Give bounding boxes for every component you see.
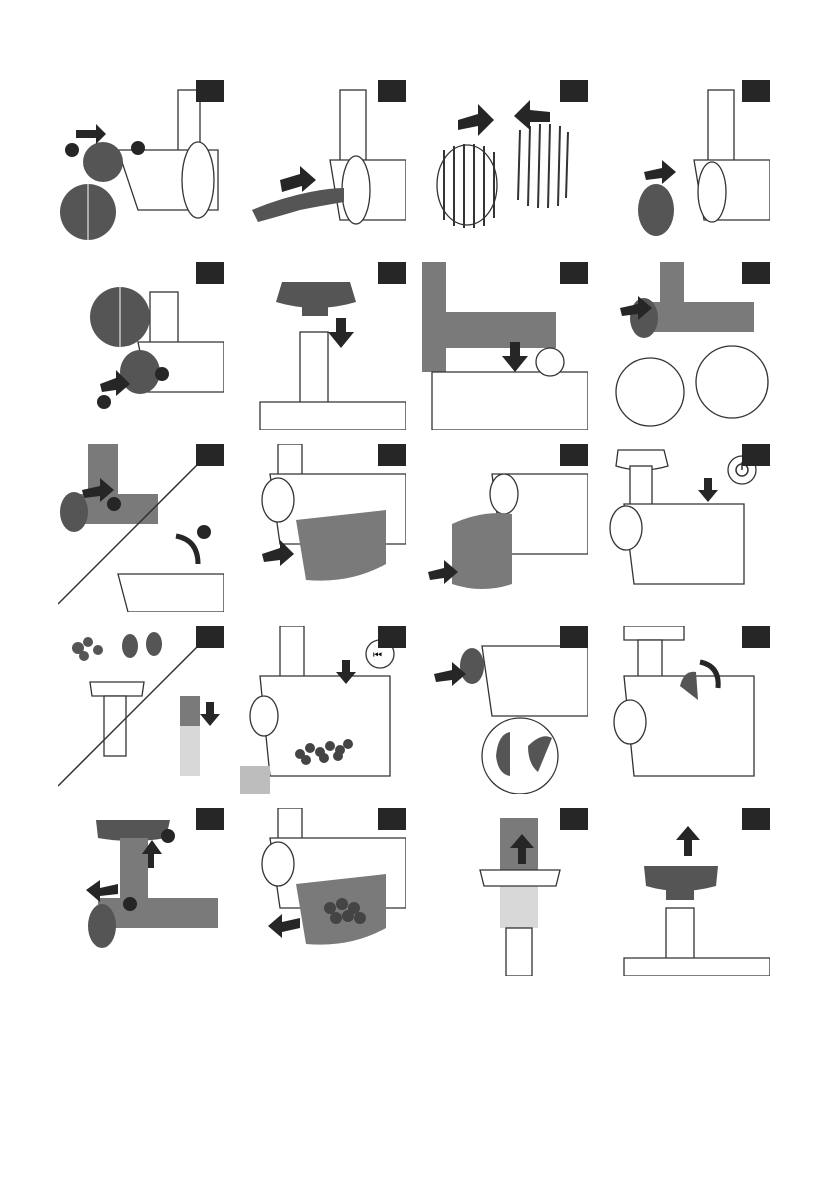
- panel-1: [58, 80, 224, 248]
- illustration-remove-hopper: [604, 808, 770, 976]
- reverse-icon: ⏮: [373, 650, 382, 661]
- illustration-insert-strainer: [604, 80, 770, 248]
- step-tag: [742, 262, 770, 284]
- panel-20: [604, 808, 770, 976]
- illustration-place-pulp-container: [240, 444, 406, 612]
- panel-16: [604, 626, 770, 794]
- illustration-attach-outlet-cap: [58, 80, 224, 248]
- step-tag: [560, 444, 588, 466]
- illustration-unlock-lever: [604, 626, 770, 794]
- panel-9: [58, 444, 224, 612]
- illustration-check-alignment: [604, 262, 770, 430]
- step-tag: [378, 444, 406, 466]
- step-tag: [742, 444, 770, 466]
- step-tag: [742, 80, 770, 102]
- panel-7: [422, 262, 588, 430]
- illustration-feed-ingredients: [58, 626, 224, 794]
- panel-14: ⏮: [240, 626, 406, 794]
- panel-11: [422, 444, 588, 612]
- step-tag: [196, 444, 224, 466]
- panel-4: [604, 80, 770, 248]
- illustration-drip-stop: [422, 626, 588, 794]
- step-tag: [378, 626, 406, 648]
- illustration-juicing-pulp: ⏮: [240, 626, 406, 794]
- step-tag: [378, 262, 406, 284]
- illustration-power-on: [604, 444, 770, 612]
- illustration-insert-screw: [240, 80, 406, 248]
- panel-3: [422, 80, 588, 248]
- panel-5: [58, 262, 224, 430]
- panel-13: [58, 626, 224, 794]
- illustration-lock-outlet-cap: [58, 262, 224, 430]
- step-tag: [742, 808, 770, 830]
- illustration-assemble-strainer-brush: [422, 80, 588, 248]
- panel-2: [240, 80, 406, 248]
- panel-19: [422, 808, 588, 976]
- panel-17: [58, 808, 224, 976]
- illustration-place-juice-jug: [422, 444, 588, 612]
- illustration-remove-pusher: [422, 808, 588, 976]
- step-tag: [560, 80, 588, 102]
- step-tag: [560, 808, 588, 830]
- illustration-remove-assembly: [58, 808, 224, 976]
- step-tag: [196, 80, 224, 102]
- panel-18: [240, 808, 406, 976]
- step-tag: [560, 262, 588, 284]
- step-tag: [378, 808, 406, 830]
- step-tag: [196, 626, 224, 648]
- illustration-remove-pulp-container: [240, 808, 406, 976]
- step-tag: [560, 626, 588, 648]
- step-tag: [196, 262, 224, 284]
- illustration-lock-lever: [58, 444, 224, 612]
- instruction-grid: ⏮: [58, 80, 770, 975]
- step-tag: [742, 626, 770, 648]
- panel-10: [240, 444, 406, 612]
- panel-6: [240, 262, 406, 430]
- illustration-mount-on-base: [422, 262, 588, 430]
- panel-15: [422, 626, 588, 794]
- step-tag: [378, 80, 406, 102]
- panel-8: [604, 262, 770, 430]
- illustration-place-hopper: [240, 262, 406, 430]
- panel-12: [604, 444, 770, 612]
- step-tag: [196, 808, 224, 830]
